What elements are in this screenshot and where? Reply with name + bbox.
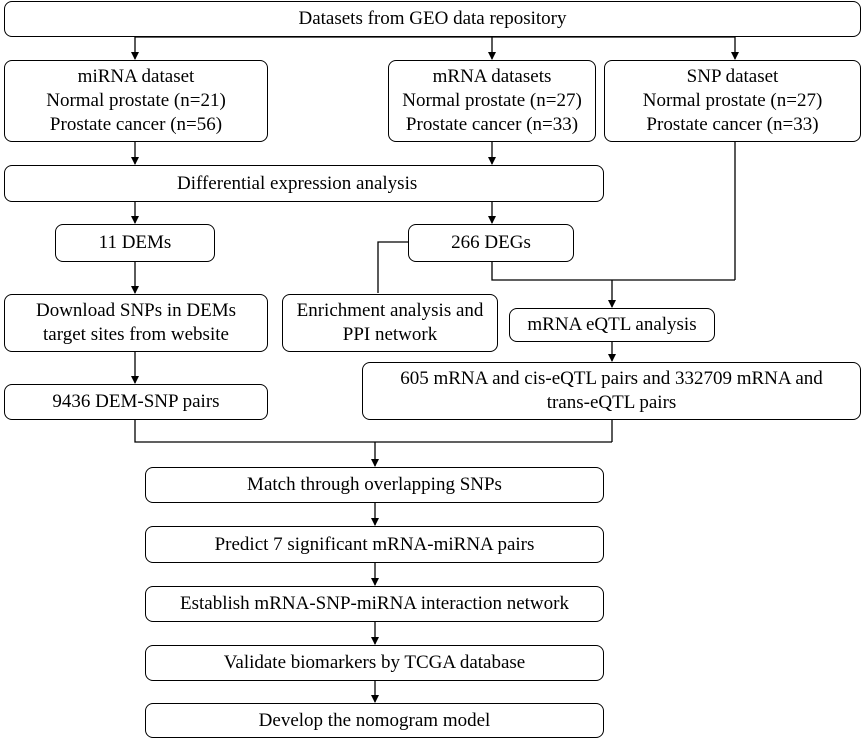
dem-snp-pairs-box: 9436 DEM-SNP pairs [4,384,268,420]
enrichment-box: Enrichment analysis and PPI network [282,294,498,352]
mrna-dataset-title: mRNA datasets [432,66,552,87]
degs-box: 266 DEGs [408,224,574,262]
download-snps-line2: target sites from website [43,324,229,345]
differential-expression-label: Differential expression analysis [177,172,418,194]
match-snps-label: Match through overlapping SNPs [247,474,502,495]
snp-cancer-count: Prostate cancer (n=33) [646,114,819,135]
match-snps-box: Match through overlapping SNPs [145,467,604,503]
eqtl-pairs-line1: 605 mRNA and cis-eQTL pairs and 332709 m… [400,368,823,389]
eqtl-pairs-box: 605 mRNA and cis-eQTL pairs and 332709 m… [362,362,861,420]
interaction-network-box: Establish mRNA-SNP-miRNA interaction net… [145,586,604,622]
enrichment-line2: PPI network [342,324,438,345]
mrna-cancer-count: Prostate cancer (n=33) [405,114,579,135]
validate-biomarkers-box: Validate biomarkers by TCGA database [145,645,604,681]
dems-box: 11 DEMs [55,224,215,262]
mrna-dataset-box: mRNA datasets Normal prostate (n=27) Pro… [388,60,596,142]
mirna-cancer-count: Prostate cancer (n=56) [49,114,223,135]
dems-label: 11 DEMs [98,232,172,253]
snp-dataset-box: SNP dataset Normal prostate (n=27) Prost… [604,60,861,142]
mirna-dataset-title: miRNA dataset [77,66,195,87]
geo-source-label: Datasets from GEO data repository [298,8,567,29]
geo-source-box: Datasets from GEO data repository [4,1,861,37]
eqtl-analysis-label: mRNA eQTL analysis [527,314,697,335]
mirna-dataset-box: miRNA dataset Normal prostate (n=21) Pro… [4,60,268,142]
line-degs-to-enrichment [377,241,408,293]
line-degs-to-eqtl [491,262,735,281]
download-snps-line1: Download SNPs in DEMs [35,300,237,321]
predict-pairs-box: Predict 7 significant mRNA-miRNA pairs [145,526,604,563]
mrna-normal-count: Normal prostate (n=27) [402,90,582,111]
validate-biomarkers-label: Validate biomarkers by TCGA database [223,652,526,673]
eqtl-pairs-line2: trans-eQTL pairs [546,392,677,413]
predict-pairs-label: Predict 7 significant mRNA-miRNA pairs [214,533,535,555]
interaction-network-label: Establish mRNA-SNP-miRNA interaction net… [180,593,569,614]
enrichment-line1: Enrichment analysis and [296,300,484,321]
nomogram-model-box: Develop the nomogram model [145,703,604,738]
dem-snp-pairs-label: 9436 DEM-SNP pairs [52,391,220,412]
nomogram-model-label: Develop the nomogram model [258,709,491,731]
differential-expression-box: Differential expression analysis [4,165,604,202]
eqtl-analysis-box: mRNA eQTL analysis [509,308,715,342]
line-dem-snp-merge [134,420,612,443]
snp-normal-count: Normal prostate (n=27) [642,90,823,111]
download-snps-box: Download SNPs in DEMs target sites from … [4,294,268,352]
mirna-normal-count: Normal prostate (n=21) [46,90,226,111]
degs-label: 266 DEGs [451,232,531,253]
snp-dataset-title: SNP dataset [686,66,779,87]
